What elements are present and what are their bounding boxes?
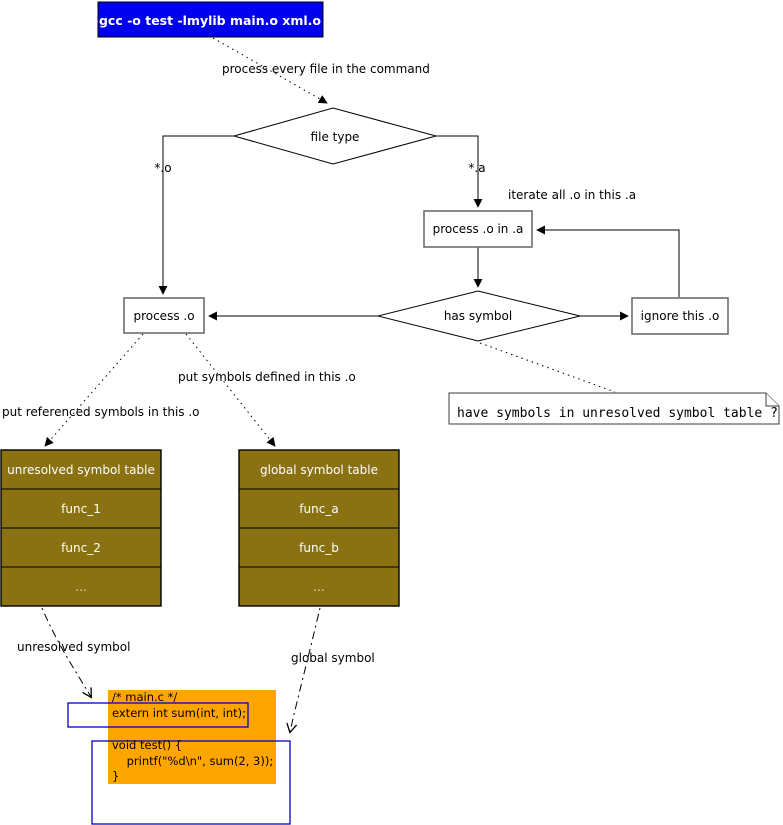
note-fold-corner: [765, 393, 779, 407]
file-type-diamond: [232, 107, 438, 165]
process-o-in-a-label: process .o in .a: [433, 222, 524, 236]
code-line: void test() {: [112, 738, 182, 752]
process-o-box: [123, 297, 205, 334]
global-symbol-highlight-box: [91, 740, 291, 825]
unresolved-symbol-table: unresolved symbol table func_1 func_2 ..…: [0, 449, 162, 607]
unresolved-table-title: unresolved symbol table: [7, 463, 155, 477]
command-box: [97, 1, 324, 38]
label-iterate: iterate all .o in this .a: [508, 188, 636, 202]
unresolved-symbol-highlight-box: [67, 702, 249, 728]
label-process-every-file: process every file in the command: [222, 62, 430, 76]
code-line: extern int sum(int, int);: [112, 706, 246, 720]
edge-global-table-to-code: [290, 607, 321, 732]
edge-unresolved-table-to-code: [41, 607, 91, 697]
ignore-this-o-box: [631, 297, 729, 335]
file-type-label: file type: [311, 130, 360, 144]
note-shape: [448, 392, 780, 425]
table-row: ...: [75, 580, 86, 594]
edge-process-o-to-global-table: [185, 333, 276, 447]
label-put-defined: put symbols defined in this .o: [178, 370, 356, 384]
process-o-in-a-box: [423, 210, 533, 248]
note-label: have symbols in unresolved symbol table …: [457, 406, 778, 421]
edge-process-o-to-unresolved-table: [44, 333, 144, 447]
table-row: func_2: [61, 541, 101, 555]
label-o-files: *.o: [154, 161, 171, 175]
label-put-referenced: put referenced symbols in this .o: [2, 405, 200, 419]
process-o-label: process .o: [133, 309, 194, 323]
edge-ignore-loop-to-process-o-in-a: [536, 225, 680, 297]
code-background: [108, 690, 276, 784]
code-line: }: [112, 769, 119, 783]
global-symbol-table: global symbol table func_a func_b ...: [238, 449, 400, 607]
ignore-this-o-label: ignore this .o: [641, 309, 720, 323]
has-symbol-label: has symbol: [444, 309, 512, 323]
code-line: printf("%d\n", sum(2, 3));: [112, 754, 273, 768]
table-row: func_1: [61, 502, 101, 516]
table-row: func_a: [299, 502, 338, 516]
label-unresolved-symbol: unresolved symbol: [17, 640, 130, 654]
source-code-block: /* main.c */ extern int sum(int, int); v…: [67, 690, 291, 825]
edge-filetype-to-process-o: [158, 135, 234, 295]
edge-filetype-to-process-o-in-a: [436, 135, 483, 208]
table-row: ...: [313, 580, 324, 594]
label-a-files: *.a: [468, 161, 485, 175]
global-table-title: global symbol table: [260, 463, 378, 477]
edge-has-symbol-to-note: [479, 342, 616, 393]
command-label: gcc -o test -lmylib main.o xml.o: [99, 13, 321, 28]
label-global-symbol: global symbol: [291, 651, 375, 665]
code-line: /* main.c */: [112, 690, 177, 704]
table-row: func_b: [299, 541, 339, 555]
has-symbol-diamond: [377, 290, 581, 342]
